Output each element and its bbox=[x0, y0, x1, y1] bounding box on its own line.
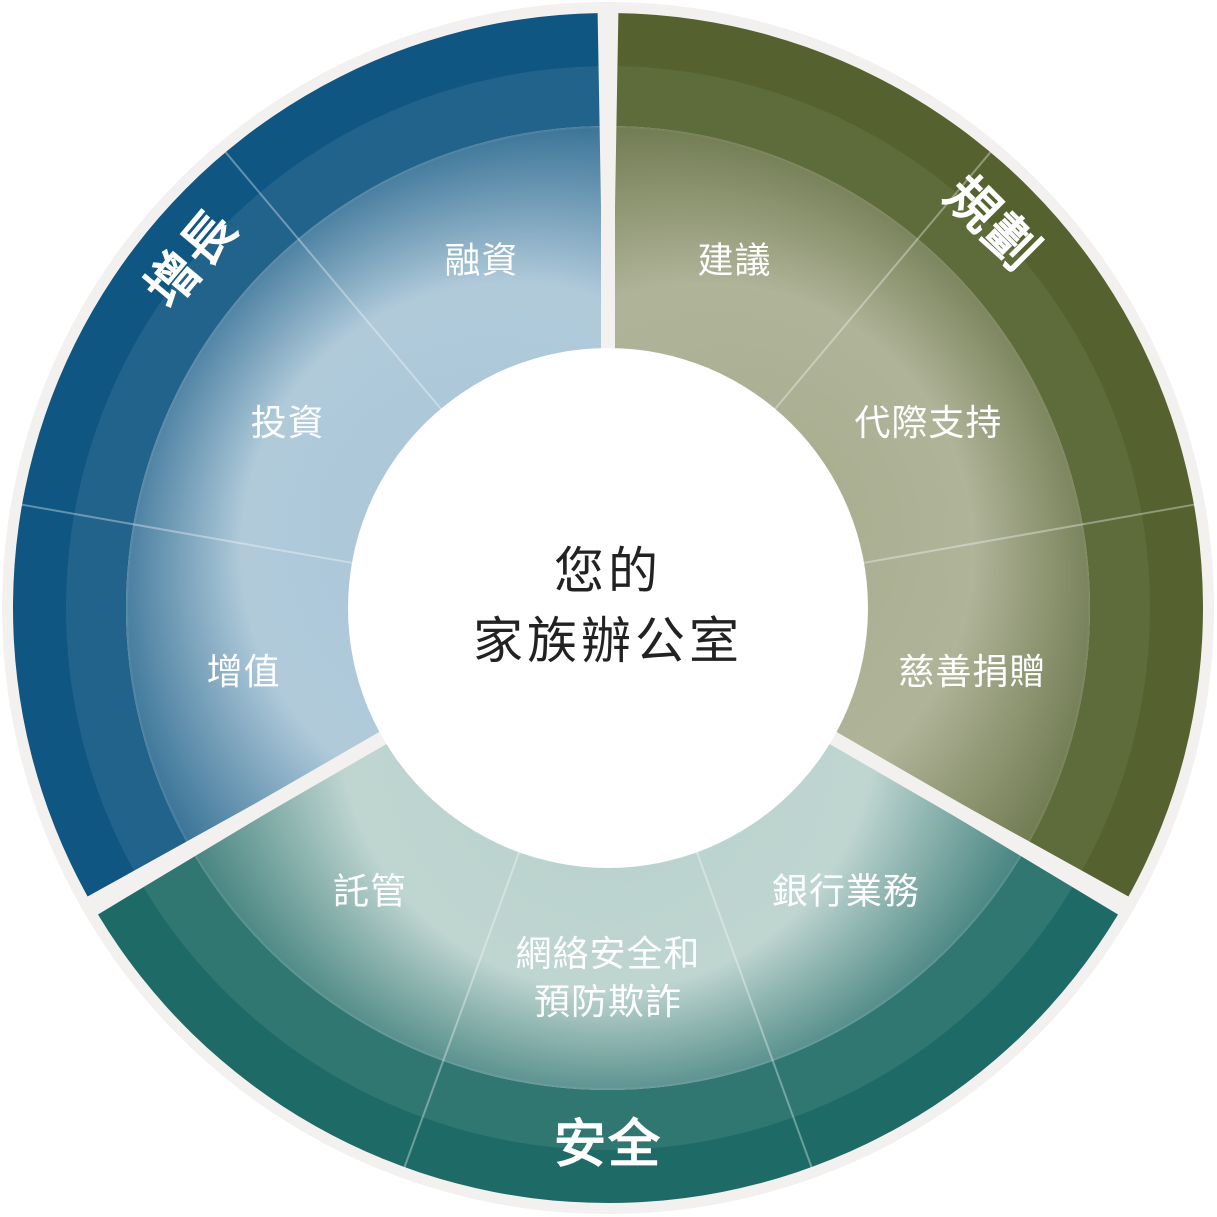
group-band-highlight-1 bbox=[65, 66, 600, 871]
group-inner-band-2 bbox=[612, 126, 1090, 842]
segment-label-1-2: 投資 bbox=[251, 403, 325, 444]
center-title-line-2: 家族辦公室 bbox=[473, 612, 743, 670]
group-inner-band-3 bbox=[194, 740, 1022, 1090]
group-band-highlight-2 bbox=[616, 66, 1150, 871]
center-circle bbox=[348, 348, 868, 868]
group-band-2 bbox=[616, 13, 1204, 897]
segment-divider-2-2 bbox=[861, 503, 1195, 565]
segment-label-2-1: 建議 bbox=[698, 240, 772, 281]
segment-label-2-3: 慈善捐贈 bbox=[898, 652, 1046, 693]
center-title-line-1: 您的 bbox=[554, 542, 662, 600]
group-label-3: 安全 bbox=[554, 1115, 662, 1175]
group-separator-3 bbox=[826, 729, 1136, 917]
segment-divider-3-2 bbox=[403, 850, 521, 1168]
segment-label-1-1: 增值 bbox=[207, 652, 281, 693]
segment-label-3-3: 託管 bbox=[333, 871, 407, 912]
segment-label-1-3: 融資 bbox=[444, 240, 518, 281]
segment-divider-1-2 bbox=[224, 151, 443, 412]
group-separator-1 bbox=[80, 729, 390, 917]
segment-divider-3-1 bbox=[695, 850, 813, 1168]
segment-divider-1-1 bbox=[21, 503, 355, 565]
group-band-3 bbox=[97, 856, 1119, 1203]
group-band-highlight-3 bbox=[143, 855, 1073, 1150]
group-inner-band-1 bbox=[125, 126, 604, 842]
group-band-1 bbox=[12, 13, 600, 897]
segment-label-2-2: 代際支持 bbox=[854, 403, 1002, 444]
segment-label-3-1: 銀行業務 bbox=[772, 871, 920, 912]
segment-label-3-2: 網絡安全和預防欺詐 bbox=[515, 934, 700, 1023]
segment-divider-2-1 bbox=[773, 151, 992, 412]
